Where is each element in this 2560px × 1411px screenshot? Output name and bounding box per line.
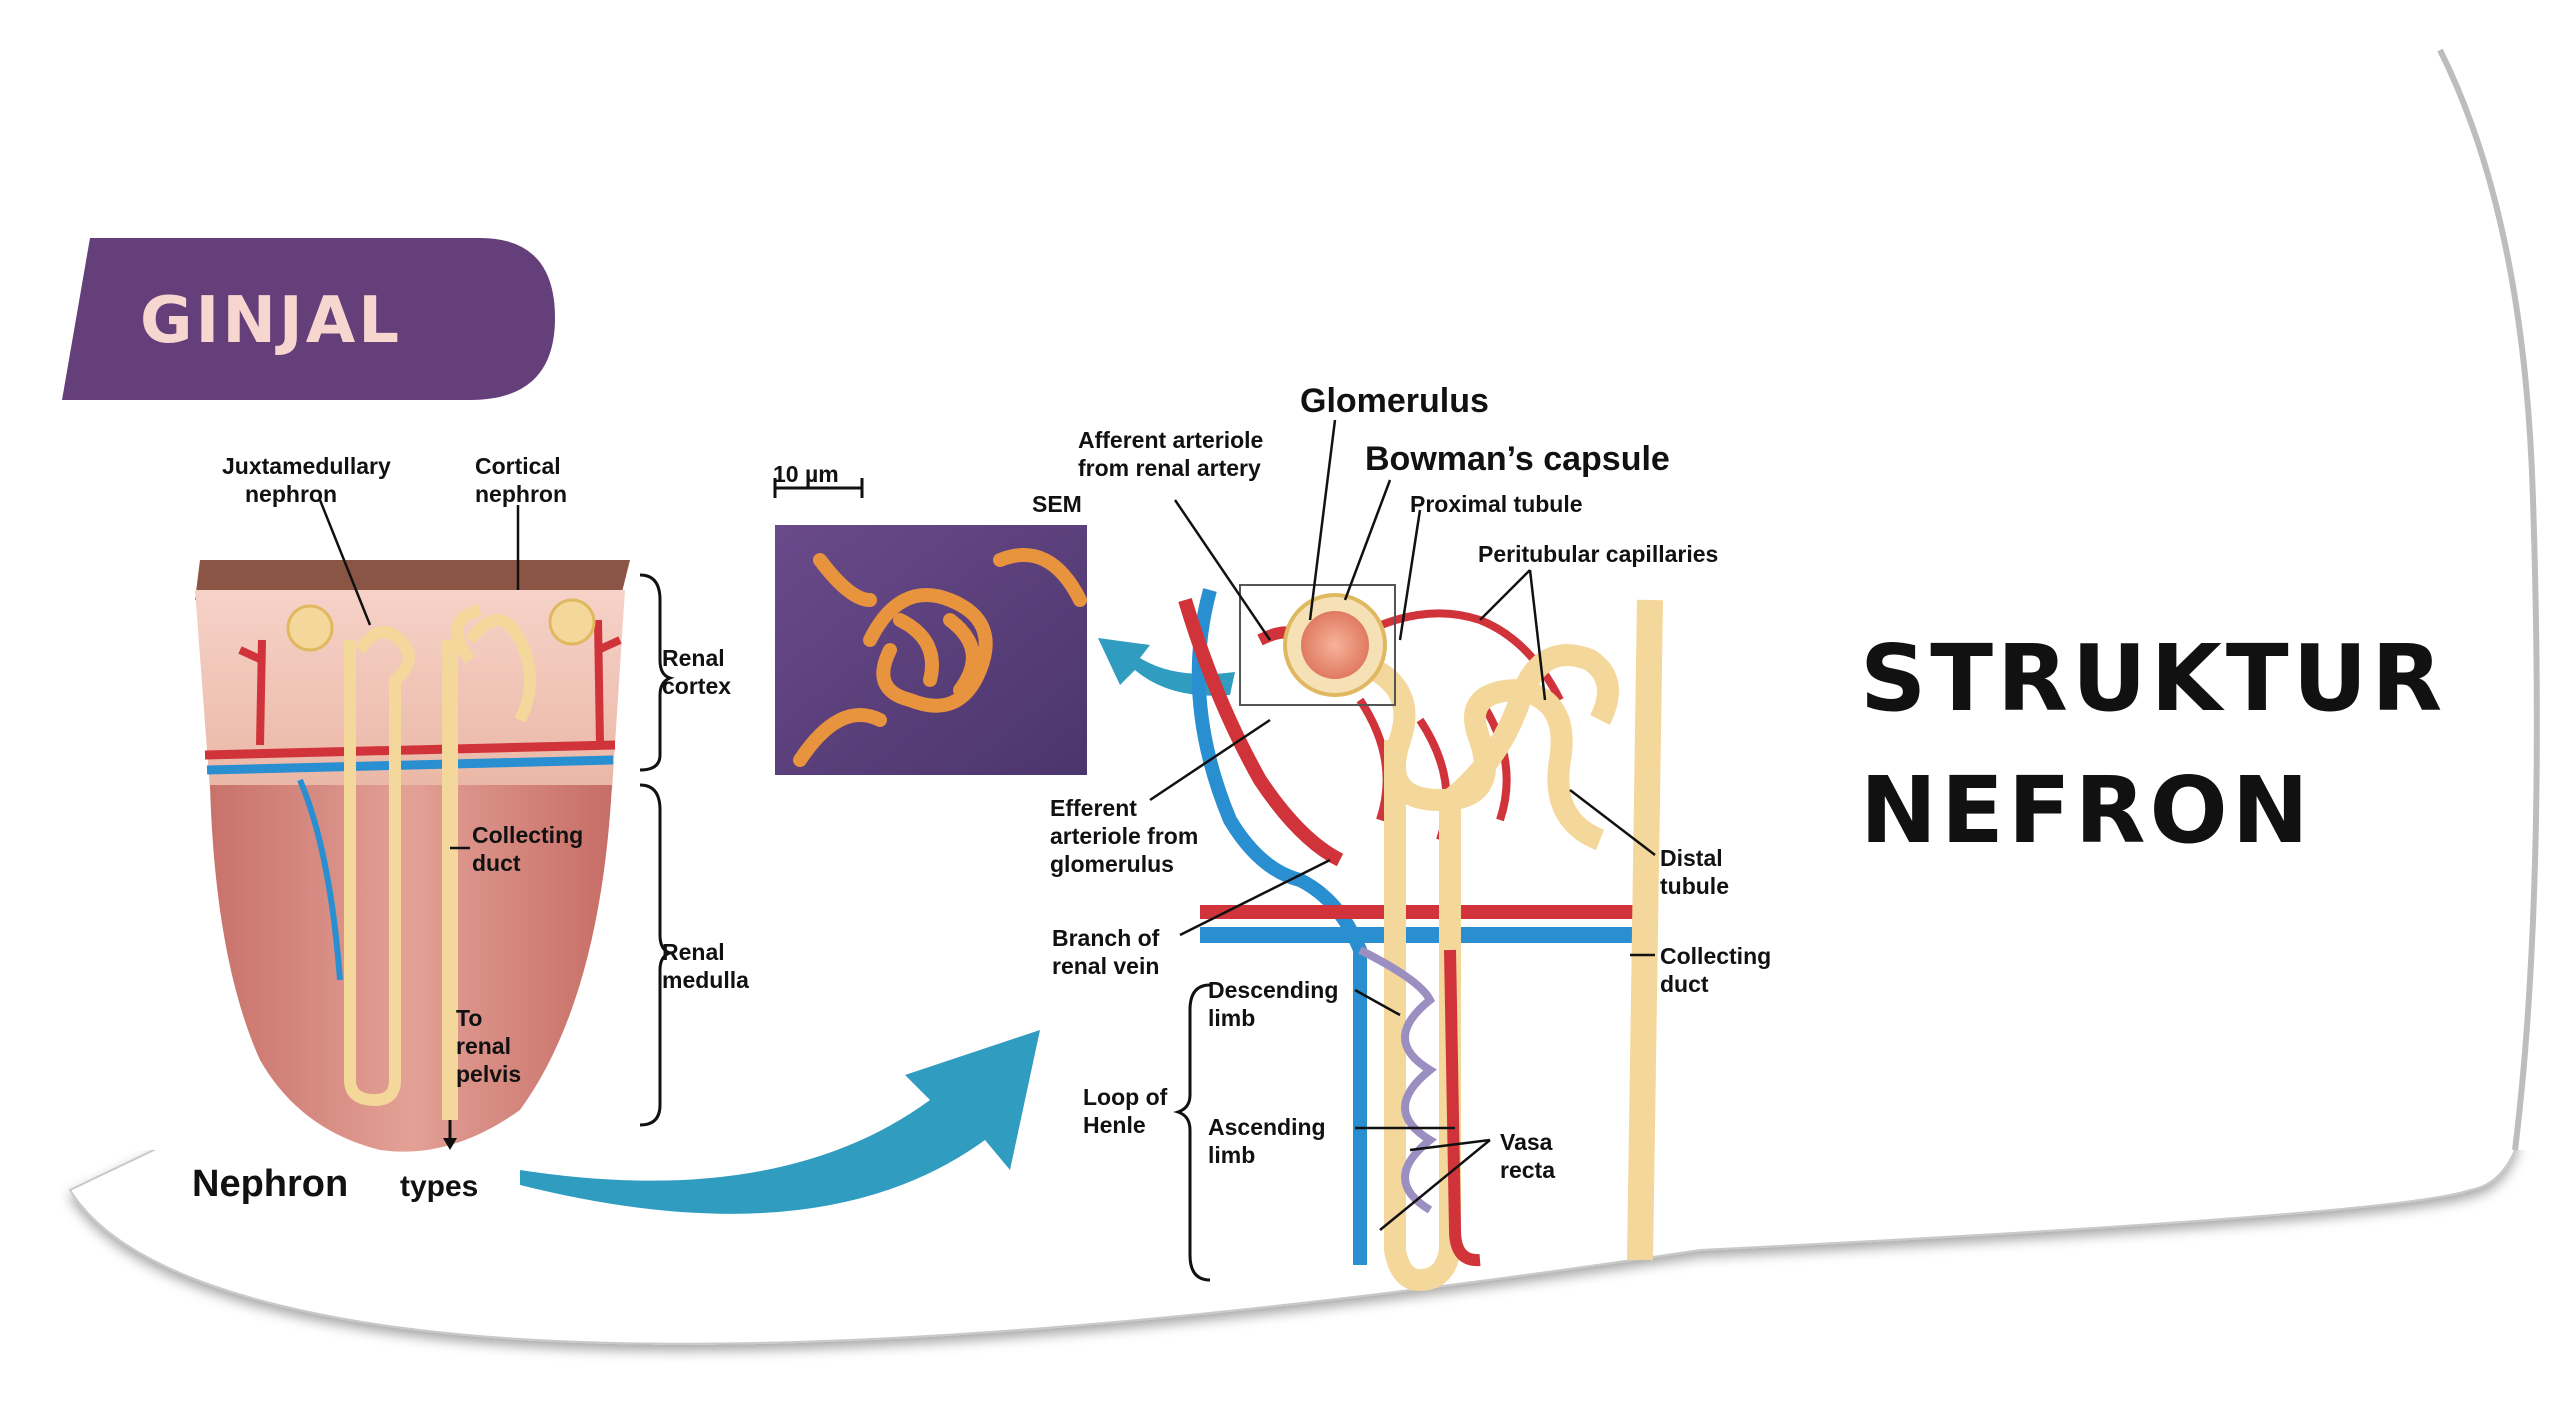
vasa-vein xyxy=(297,778,343,981)
label-juxtamedullary-2: nephron xyxy=(245,481,337,507)
scale-label: 10 µm xyxy=(773,461,839,487)
label-renal-medulla-1: Renal xyxy=(662,939,725,965)
title-line-1: STRUKTUR xyxy=(1860,625,2446,732)
leader-peritubular-2 xyxy=(1528,569,1547,701)
label-descending-1: Descending xyxy=(1208,977,1338,1003)
leader-descending xyxy=(1354,988,1401,1017)
label-cortical-2: nephron xyxy=(475,481,567,507)
sem-capillary-tuft xyxy=(793,548,1087,767)
renal-medulla-region xyxy=(210,785,612,1152)
title-line-2: NEFRON xyxy=(1860,757,2313,864)
leader-afferent xyxy=(1173,499,1272,641)
section-tag: GINJAL xyxy=(62,238,555,400)
caption-types: types xyxy=(400,1170,478,1203)
vasa-recta-artery xyxy=(1444,949,1481,1267)
juxtamedullary-corpuscle xyxy=(286,604,334,652)
leader-vasa-2 xyxy=(1409,1138,1491,1152)
label-collecting-duct-1: Collecting xyxy=(472,822,583,848)
pelvis-arrowhead xyxy=(443,1138,457,1150)
cortex-brace xyxy=(639,573,675,772)
label-peritubular: Peritubular capillaries xyxy=(1478,541,1718,567)
leader-glomerulus xyxy=(1308,419,1337,621)
glomerulus-shape xyxy=(1301,611,1369,679)
proximal-tubule xyxy=(1346,649,1605,851)
label-afferent-2: from renal artery xyxy=(1078,455,1261,481)
label-efferent-1: Efferent xyxy=(1050,795,1137,821)
label-renal-cortex-2: cortex xyxy=(662,673,731,699)
tag-background xyxy=(62,238,555,400)
label-descending-2: limb xyxy=(1208,1005,1255,1031)
card-edge xyxy=(2437,48,2540,1151)
label-bowmans-capsule: Bowman’s capsule xyxy=(1365,440,1670,478)
loop-of-henle xyxy=(1384,740,1461,1292)
label-to-pelvis-1: To xyxy=(456,1005,482,1031)
sem-label: SEM xyxy=(1032,491,1082,517)
leader-bowman xyxy=(1343,479,1392,601)
medulla-brace xyxy=(639,783,676,1127)
label-collecting-1: Collecting xyxy=(1660,943,1771,969)
distal-tubule xyxy=(1443,644,1619,809)
leader-vasa-1 xyxy=(1379,1139,1491,1231)
label-collecting-2: duct xyxy=(1660,971,1709,997)
label-to-pelvis-3: pelvis xyxy=(456,1061,521,1087)
juxtamedullary-loop xyxy=(344,626,415,1107)
label-vasa-2: recta xyxy=(1500,1157,1555,1183)
loop-brace xyxy=(1173,983,1211,1282)
interlobular-arteries xyxy=(238,619,622,746)
label-ascending-1: Ascending xyxy=(1208,1114,1326,1140)
label-loop-1: Loop of xyxy=(1083,1084,1168,1110)
label-juxtamedullary-1: Juxtamedullary xyxy=(222,453,391,479)
label-branch-vein-1: Branch of xyxy=(1052,925,1160,951)
caption-nephron: Nephron xyxy=(192,1163,348,1205)
label-vasa-1: Vasa xyxy=(1500,1129,1553,1155)
cortical-nephron-tubule xyxy=(451,604,536,723)
label-efferent-2: arteriole from xyxy=(1050,823,1198,849)
leader-peritubular-1 xyxy=(1479,569,1531,621)
label-efferent-3: glomerulus xyxy=(1050,851,1174,877)
label-collecting-duct-2: duct xyxy=(472,850,521,876)
label-branch-vein-2: renal vein xyxy=(1052,953,1159,979)
nephron-detail-figure: Glomerulus Bowman’s capsule Proximal tub… xyxy=(1050,382,1771,1292)
leader-distal xyxy=(1569,789,1656,856)
flow-arrow-large xyxy=(520,1030,1040,1214)
afferent-artery xyxy=(1178,597,1344,867)
label-distal-2: tubule xyxy=(1660,873,1729,899)
detail-box xyxy=(1239,584,1396,706)
nephron-types-figure: Juxtamedullary nephron Cortical nephron … xyxy=(192,453,749,1205)
tag-label: GINJAL xyxy=(140,284,402,358)
label-to-pelvis-2: renal xyxy=(456,1033,511,1059)
label-loop-2: Henle xyxy=(1083,1112,1146,1138)
label-renal-medulla-2: medulla xyxy=(662,967,749,993)
arcuate-artery xyxy=(204,740,616,760)
arcuate-vein xyxy=(206,755,614,775)
cortical-corpuscle xyxy=(548,598,596,646)
leader-efferent xyxy=(1149,718,1271,802)
label-distal-1: Distal xyxy=(1660,845,1723,871)
leader-juxtamedullary xyxy=(318,499,372,626)
vasa-recta-vessels xyxy=(1358,946,1437,1214)
leader-branch-vein xyxy=(1179,858,1331,937)
sem-micrograph: 10 µm SEM xyxy=(773,461,1087,775)
label-glomerulus: Glomerulus xyxy=(1300,382,1489,420)
label-proximal-tubule: Proximal tubule xyxy=(1410,491,1583,517)
leader-proximal xyxy=(1398,509,1422,641)
label-cortical-1: Cortical xyxy=(475,453,561,479)
collecting-duct-right xyxy=(1627,599,1663,1261)
label-ascending-2: limb xyxy=(1208,1142,1255,1168)
label-afferent-1: Afferent arteriole xyxy=(1078,427,1263,453)
label-renal-cortex-1: Renal xyxy=(662,645,725,671)
